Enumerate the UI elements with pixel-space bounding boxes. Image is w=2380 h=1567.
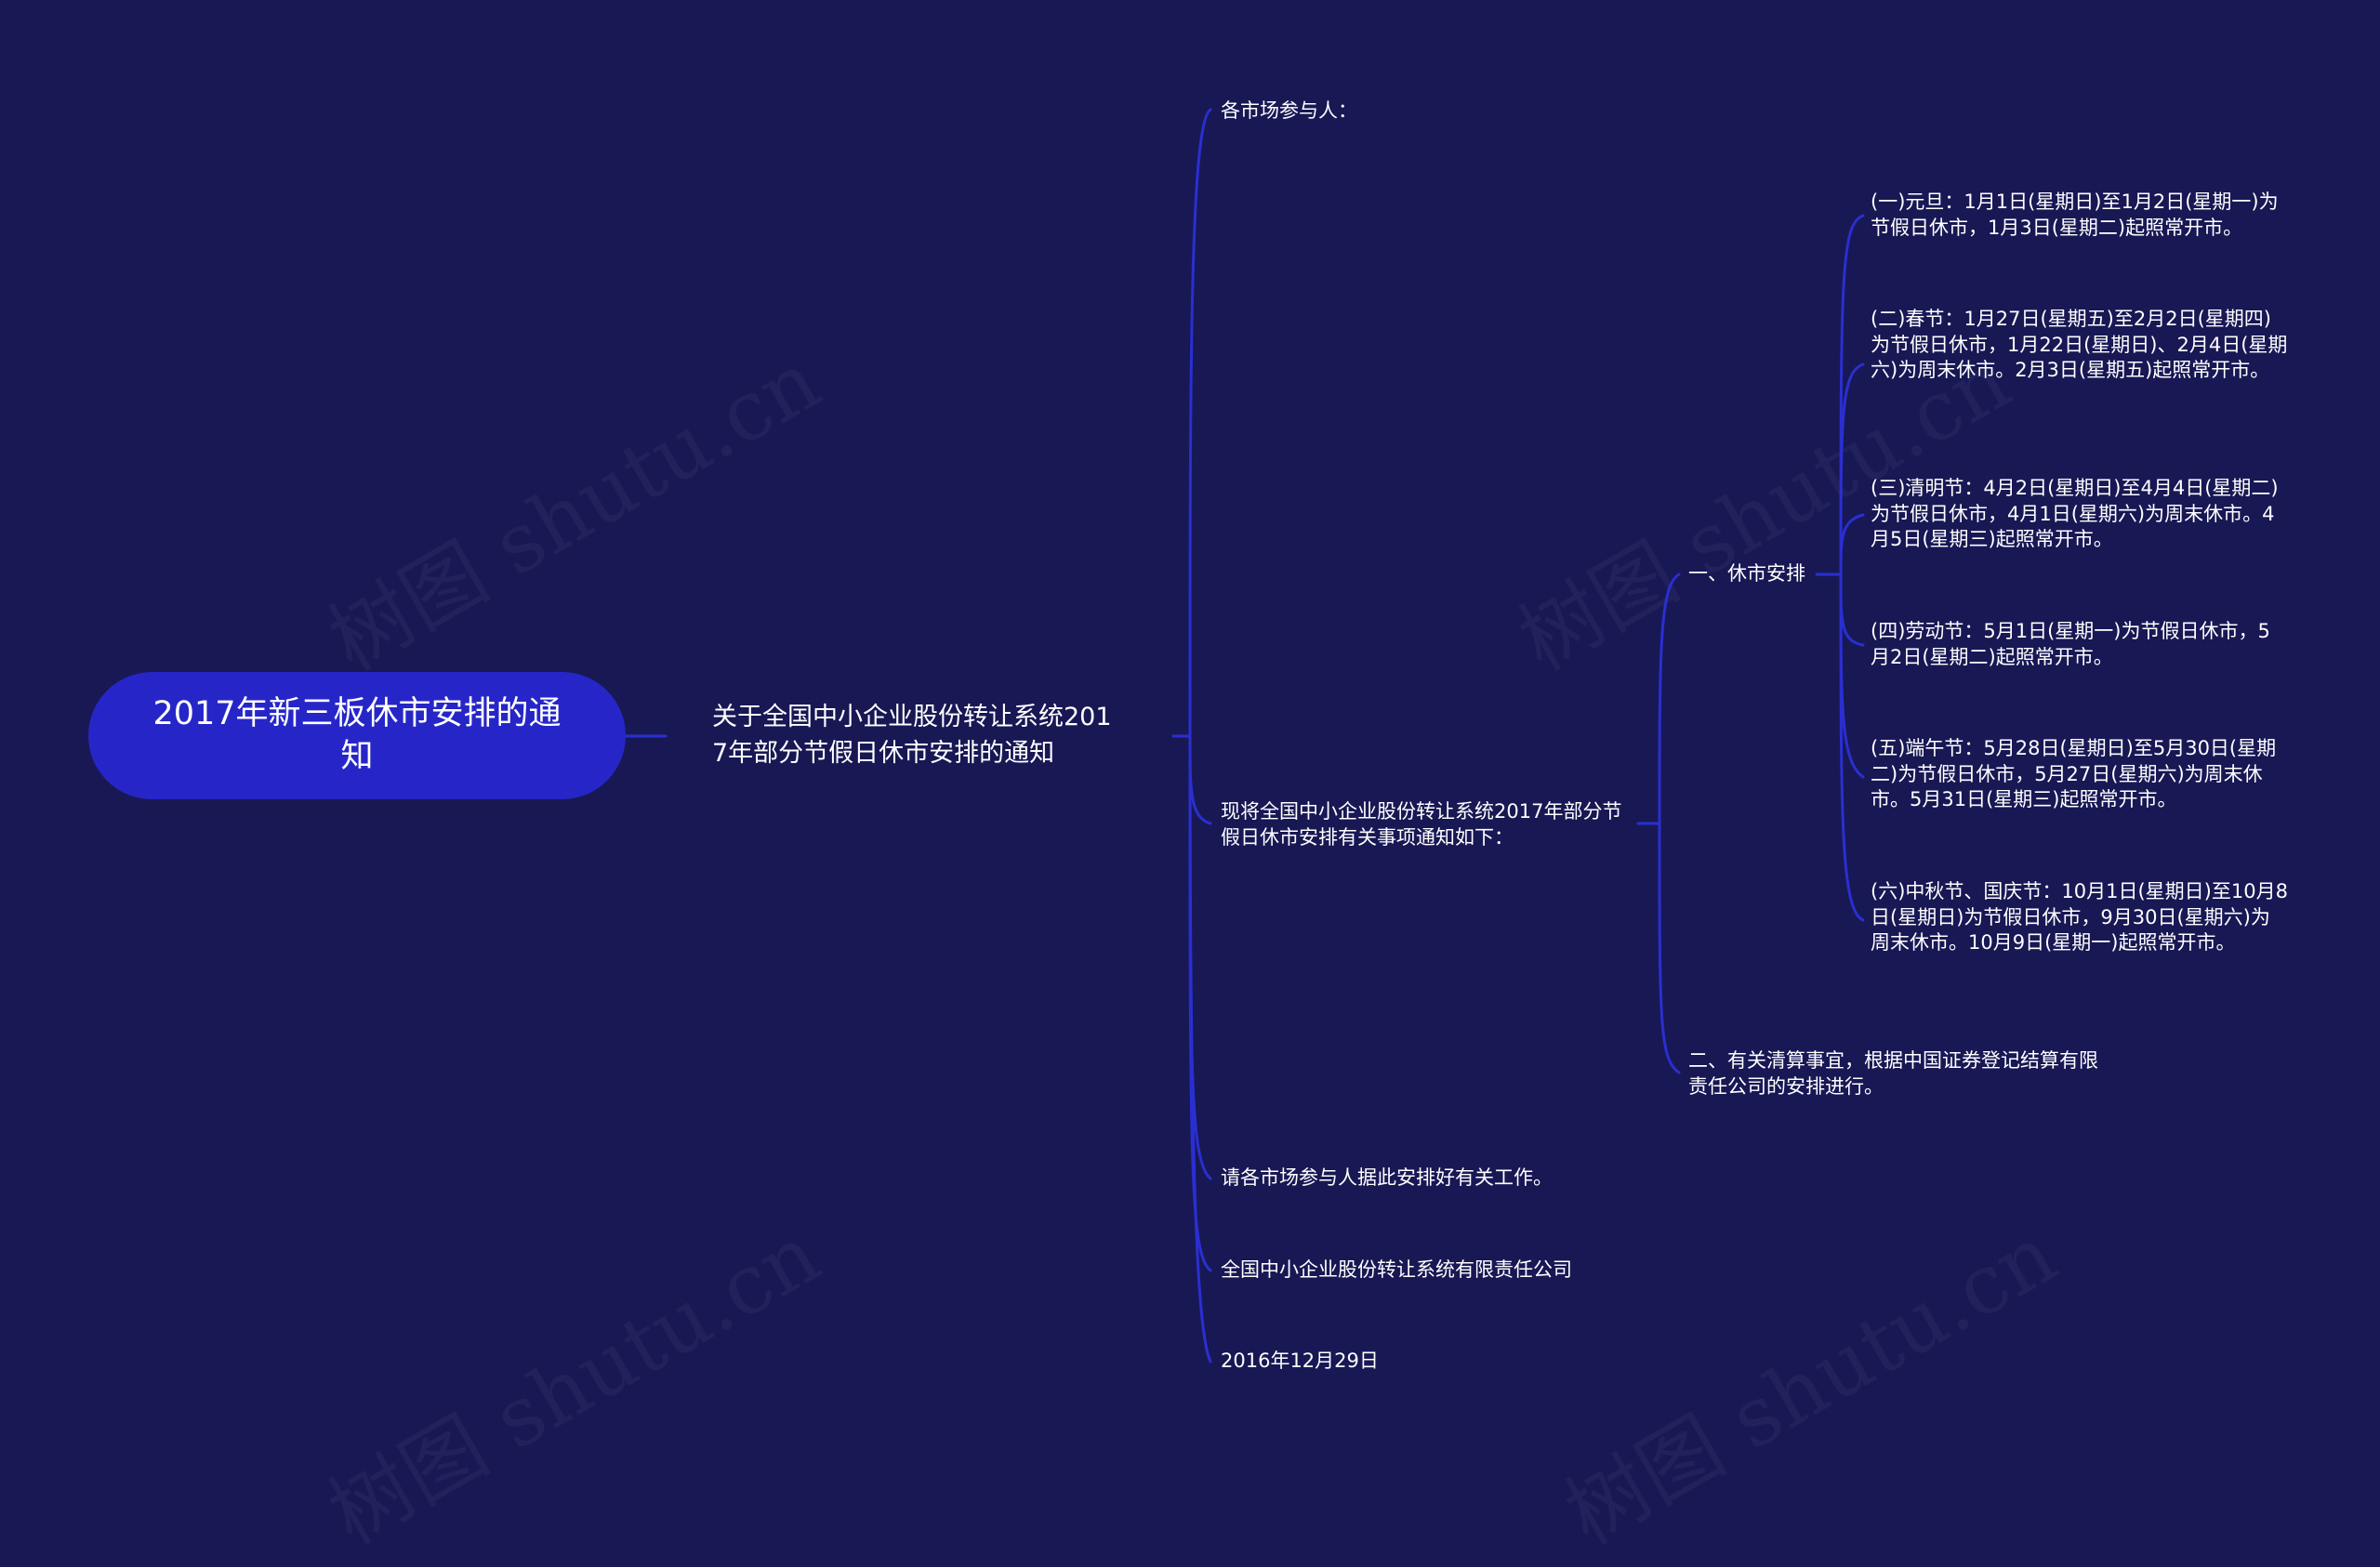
connector-greeting — [1188, 108, 1212, 738]
branch-date[interactable]: 2016年12月29日 — [1221, 1350, 1379, 1372]
connector-holiday-3 — [1839, 513, 1865, 576]
holiday-item[interactable]: (二)春节：1月27日(星期五)至2月2日(星期四)为节假日休市，1月22日(星… — [1871, 308, 2288, 382]
root-node[interactable]: 2017年新三板休市安排的通知 — [88, 672, 626, 799]
connector-closure — [1658, 573, 1681, 825]
connector-date — [1188, 734, 1212, 1363]
branch-issuer[interactable]: 全国中小企业股份转让系统有限责任公司 — [1221, 1258, 1572, 1281]
clearing-node[interactable]: 二、有关清算事宜，根据中国证券登记结算有限责任公司的安排进行。 — [1688, 1049, 2098, 1098]
branch-request[interactable]: 请各市场参与人据此安排好有关工作。 — [1221, 1166, 1553, 1189]
connector-holiday-4 — [1839, 573, 1865, 647]
connector-holiday-6 — [1839, 573, 1865, 922]
holiday-item[interactable]: (一)元旦：1月1日(星期日)至1月2日(星期一)为节假日休市，1月3日(星期二… — [1871, 191, 2279, 239]
main-topic-node[interactable]: 关于全国中小企业股份转让系统2017年部分节假日休市安排的通知 — [712, 703, 1112, 769]
connector-intro — [1188, 734, 1212, 825]
connector-lines — [624, 108, 1865, 1363]
connector-holiday-5 — [1839, 573, 1865, 779]
closure-node[interactable]: 一、休市安排 — [1688, 562, 1805, 585]
root-label: 2017年新三板休市安排的通知 — [152, 695, 562, 775]
holiday-item[interactable]: (三)清明节：4月2日(星期日)至4月4日(星期二)为节假日休市，4月1日(星期… — [1871, 477, 2279, 551]
holiday-item[interactable]: (四)劳动节：5月1日(星期一)为节假日休市，5月2日(星期二)起照常开市。 — [1871, 620, 2270, 668]
mindmap-canvas: 树图 shutu.cn 树图 shutu.cn 树图 shutu.cn 树图 s… — [88, 99, 2288, 1372]
connector-holiday-2 — [1839, 362, 1865, 576]
branch-intro[interactable]: 现将全国中小企业股份转让系统2017年部分节假日休市安排有关事项通知如下： — [1221, 800, 1622, 849]
holiday-item[interactable]: (六)中秋节、国庆节：10月1日(星期日)至10月8日(星期日)为节假日休市，9… — [1871, 880, 2288, 955]
holiday-item[interactable]: (五)端午节：5月28日(星期日)至5月30日(星期二)为节假日休市，5月27日… — [1871, 737, 2277, 811]
branch-greeting[interactable]: 各市场参与人： — [1221, 99, 1357, 122]
connector-clearing — [1658, 822, 1681, 1074]
